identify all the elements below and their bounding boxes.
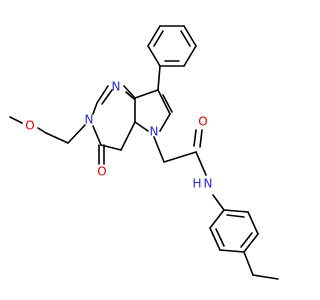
pyrimidinone-ring [92, 85, 136, 151]
atom-o-amide-carbonyl: O [198, 115, 207, 129]
atom-n-pyrimidine-left: N [85, 113, 94, 127]
atom-n-pyrrole: N [150, 125, 159, 139]
ethyl-bond-1 [243, 251, 254, 276]
atom-h-amide: H [192, 177, 201, 191]
pyrrole-ring [134, 89, 173, 132]
atom-n-amide: N [204, 177, 213, 191]
molecule-structure: N N N N H O O O [9, 25, 279, 280]
ethylphenyl-ring [209, 209, 259, 253]
phenyl-ring [147, 25, 197, 67]
phenyl-link-bond [157, 65, 161, 91]
atom-o-ether: O [25, 119, 34, 133]
acetamide-chain [153, 129, 225, 211]
methoxyethyl-chain [9, 116, 86, 144]
molecule-canvas: N N N N H O O O [9, 25, 279, 280]
atom-n-pyrimidine-top: N [112, 80, 121, 94]
ethyl-bond-2 [252, 274, 279, 280]
atom-o-ring-carbonyl: O [97, 165, 106, 179]
